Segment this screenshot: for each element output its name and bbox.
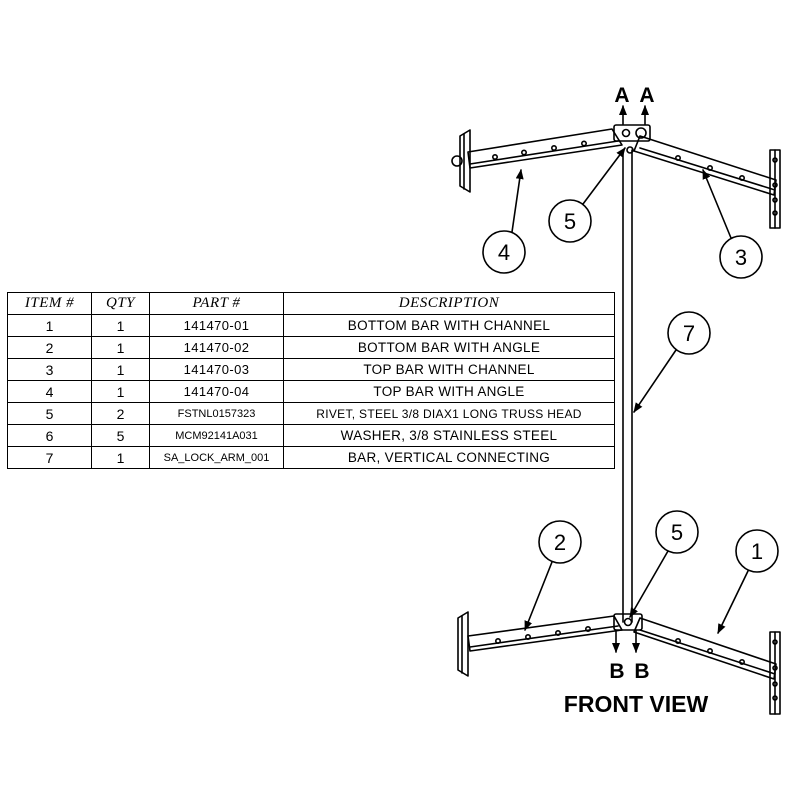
quantity: 1 [91, 380, 150, 403]
balloon-7-number: 7 [683, 321, 695, 346]
header-item: ITEM # [7, 292, 92, 315]
quantity: 2 [91, 402, 150, 425]
quantity: 1 [91, 446, 150, 469]
bottom-right-wall-channel [769, 631, 781, 715]
table-row: 2 1 141470-02 BOTTOM BAR WITH ANGLE [7, 336, 615, 359]
balloon-5-bottom [629, 510, 699, 618]
bottom-left-wall-bracket [457, 611, 469, 677]
item-number: 4 [7, 380, 92, 403]
item-number: 2 [7, 336, 92, 359]
header-qty: QTY [91, 292, 150, 315]
header-part: PART # [149, 292, 284, 315]
description: RIVET, STEEL 3/8 DIAX1 LONG TRUSS HEAD [283, 402, 615, 425]
section-b-right-label: B [634, 660, 649, 683]
bottom-bar-with-angle [467, 615, 623, 652]
header-description: DESCRIPTION [283, 292, 615, 315]
quantity: 5 [91, 424, 150, 447]
table-row: 6 5 MCM92141A031 WASHER, 3/8 STAINLESS S… [7, 424, 615, 447]
section-a-arrows [619, 105, 649, 125]
description: TOP BAR WITH CHANNEL [283, 358, 615, 381]
bill-of-materials-table: ITEM # QTY PART # DESCRIPTION 1 1 141470… [7, 292, 615, 469]
part-number: 141470-03 [149, 358, 284, 381]
quantity: 1 [91, 358, 150, 381]
top-pivot-rivet [613, 124, 651, 154]
table-row: 1 1 141470-01 BOTTOM BAR WITH CHANNEL [7, 314, 615, 337]
balloon-1-number: 1 [751, 539, 763, 564]
top-bar-with-channel [633, 135, 777, 196]
top-left-wall-bracket [451, 129, 471, 193]
view-label: FRONT VIEW [564, 691, 709, 717]
section-a-left-label: A [614, 84, 629, 107]
balloon-1 [717, 529, 779, 634]
part-number: FSTNL0157323 [149, 402, 284, 425]
balloon-5-bottom-number: 5 [671, 520, 683, 545]
item-number: 7 [7, 446, 92, 469]
balloon-4 [482, 169, 526, 274]
description: BOTTOM BAR WITH CHANNEL [283, 314, 615, 337]
balloon-5-top [548, 147, 626, 243]
part-number: 141470-04 [149, 380, 284, 403]
section-b-left-label: B [609, 660, 624, 683]
table-row: 3 1 141470-03 TOP BAR WITH CHANNEL [7, 358, 615, 381]
part-number: SA_LOCK_ARM_001 [149, 446, 284, 469]
balloon-5-top-number: 5 [564, 209, 576, 234]
balloon-2-number: 2 [554, 530, 566, 555]
item-number: 6 [7, 424, 92, 447]
part-number: 141470-02 [149, 336, 284, 359]
description: TOP BAR WITH ANGLE [283, 380, 615, 403]
section-b-arrows [612, 629, 640, 653]
top-bar-with-angle [467, 128, 623, 169]
table-row: 4 1 141470-04 TOP BAR WITH ANGLE [7, 380, 615, 403]
balloon-2 [524, 520, 582, 631]
table-row: 5 2 FSTNL0157323 RIVET, STEEL 3/8 DIAX1 … [7, 402, 615, 425]
balloon-3 [702, 169, 763, 279]
quantity: 1 [91, 314, 150, 337]
description: BOTTOM BAR WITH ANGLE [283, 336, 615, 359]
balloon-7 [633, 311, 711, 413]
item-number: 1 [7, 314, 92, 337]
description: WASHER, 3/8 STAINLESS STEEL [283, 424, 615, 447]
table-row: 7 1 SA_LOCK_ARM_001 BAR, VERTICAL CONNEC… [7, 446, 615, 469]
bom-header-row: ITEM # QTY PART # DESCRIPTION [7, 292, 615, 315]
description: BAR, VERTICAL CONNECTING [283, 446, 615, 469]
part-number: MCM92141A031 [149, 424, 284, 447]
balloon-4-number: 4 [498, 240, 510, 265]
item-number: 3 [7, 358, 92, 381]
vertical-connecting-bar [622, 149, 633, 623]
section-a-right-label: A [639, 84, 654, 107]
top-right-wall-channel [769, 149, 781, 229]
item-number: 5 [7, 402, 92, 425]
bottom-bar-with-channel [633, 617, 777, 680]
quantity: 1 [91, 336, 150, 359]
part-number: 141470-01 [149, 314, 284, 337]
balloon-3-number: 3 [735, 245, 747, 270]
bottom-pivot-rivet [613, 613, 643, 631]
